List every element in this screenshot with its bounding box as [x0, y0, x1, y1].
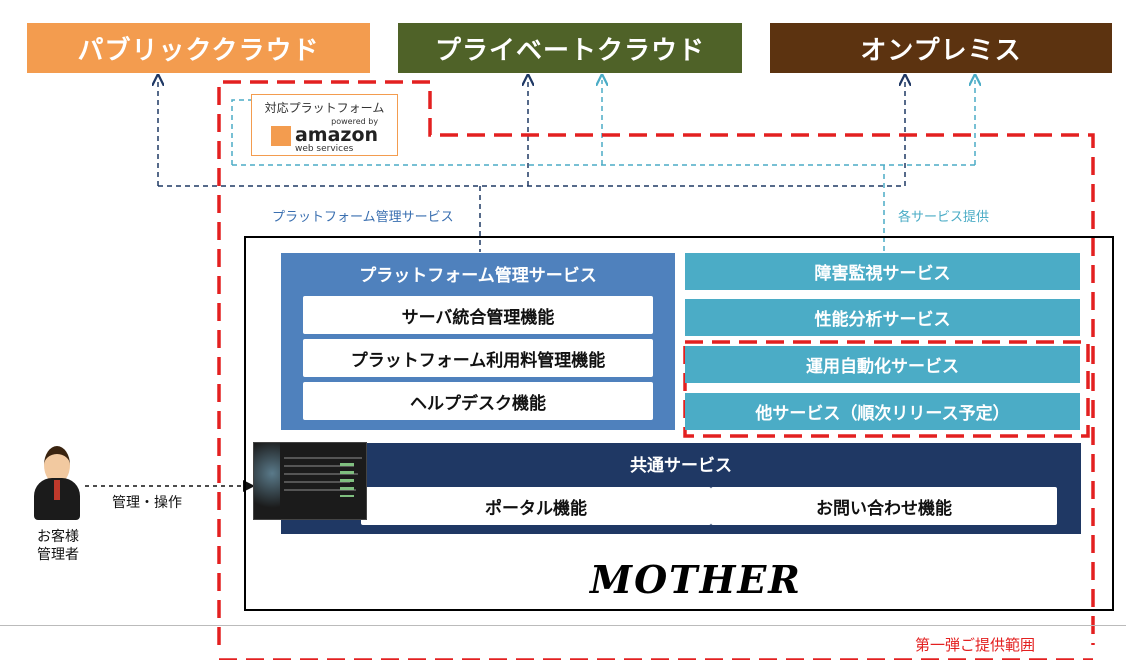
scope-label: 第一弾ご提供範囲: [915, 636, 1036, 654]
other-services: 他サービス（順次リリース予定）: [685, 393, 1080, 430]
automation-service: 運用自動化サービス: [685, 346, 1080, 383]
platform-mgmt-line-label: プラットフォーム管理サービス: [272, 210, 454, 225]
platform-item-server: サーバ統合管理機能: [303, 296, 653, 334]
aws-cube-icon: [270, 126, 291, 146]
platform-mgmt-lines: [158, 80, 905, 252]
common-services-title: 共通サービス: [630, 455, 732, 476]
person-label: お客様 管理者: [37, 529, 79, 563]
aws-callout-label: 対応プラットフォーム: [264, 101, 385, 115]
operation-label: 管理・操作: [112, 495, 182, 511]
performance-analysis-service: 性能分析サービス: [685, 299, 1080, 336]
platform-item-helpdesk: ヘルプデスク機能: [303, 382, 653, 420]
mother-logo: MOTHER: [590, 557, 802, 602]
mother-box: [244, 236, 1114, 611]
aws-callout: 対応プラットフォーム powered by amazon web service…: [251, 94, 398, 156]
portal-screenshot-thumbnail: [253, 442, 367, 520]
aws-brand: amazon: [294, 124, 379, 146]
common-services-box: 共通サービス ポータル機能 お問い合わせ機能: [281, 443, 1081, 534]
platform-mgmt-title: プラットフォーム管理サービス: [359, 265, 597, 286]
public-cloud-label: パブリッククラウド: [77, 35, 320, 66]
person-icon: [30, 446, 84, 526]
private-cloud-box: プライベートクラウド: [398, 23, 742, 73]
portal-function: ポータル機能: [361, 487, 711, 525]
each-service-line-label: 各サービス提供: [898, 210, 990, 225]
public-cloud-box: パブリッククラウド: [27, 23, 370, 73]
private-cloud-label: プライベートクラウド: [434, 35, 705, 66]
onprem-box: オンプレミス: [770, 23, 1112, 73]
onprem-label: オンプレミス: [860, 35, 1022, 66]
fault-monitoring-service: 障害監視サービス: [685, 253, 1080, 290]
bottom-divider: [0, 625, 1126, 626]
aws-powered-by: powered by: [331, 117, 379, 126]
inquiry-function: お問い合わせ機能: [711, 487, 1057, 525]
aws-brand-sub: web services: [294, 144, 354, 154]
platform-mgmt-box: プラットフォーム管理サービス サーバ統合管理機能 プラットフォーム利用料管理機能…: [281, 253, 675, 430]
platform-item-fee: プラットフォーム利用料管理機能: [303, 339, 653, 377]
